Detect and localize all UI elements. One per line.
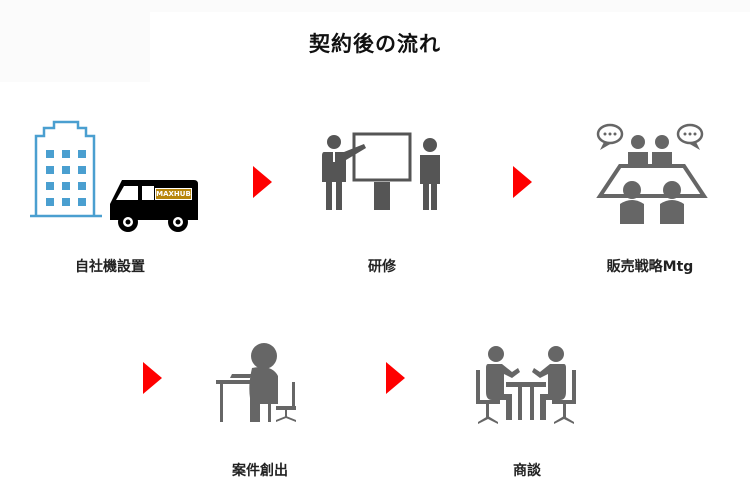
arrow-right-icon	[386, 362, 405, 394]
arrow-right-icon	[513, 166, 532, 198]
step-label-business-negotiation: 商談	[513, 463, 541, 479]
arrow-right-icon	[253, 166, 272, 198]
page-title: 契約後の流れ	[309, 32, 441, 56]
background-band	[0, 0, 750, 12]
phone-desk-worker-icon	[212, 336, 302, 424]
step-label-training: 研修	[368, 259, 396, 275]
background-band	[0, 0, 150, 82]
building-icon	[28, 120, 104, 218]
maxhub-badge: MAXHUB	[155, 188, 192, 200]
step-label-lead-generation: 案件創出	[232, 463, 288, 479]
business-talk-icon	[474, 344, 578, 424]
presentation-training-icon	[320, 132, 450, 212]
van-icon	[108, 176, 198, 234]
arrow-right-icon	[143, 362, 162, 394]
step-label-installation: 自社機設置	[75, 259, 145, 275]
meeting-table-icon	[592, 120, 712, 224]
step-label-sales-strategy-meeting: 販売戦略Mtg	[606, 259, 694, 275]
